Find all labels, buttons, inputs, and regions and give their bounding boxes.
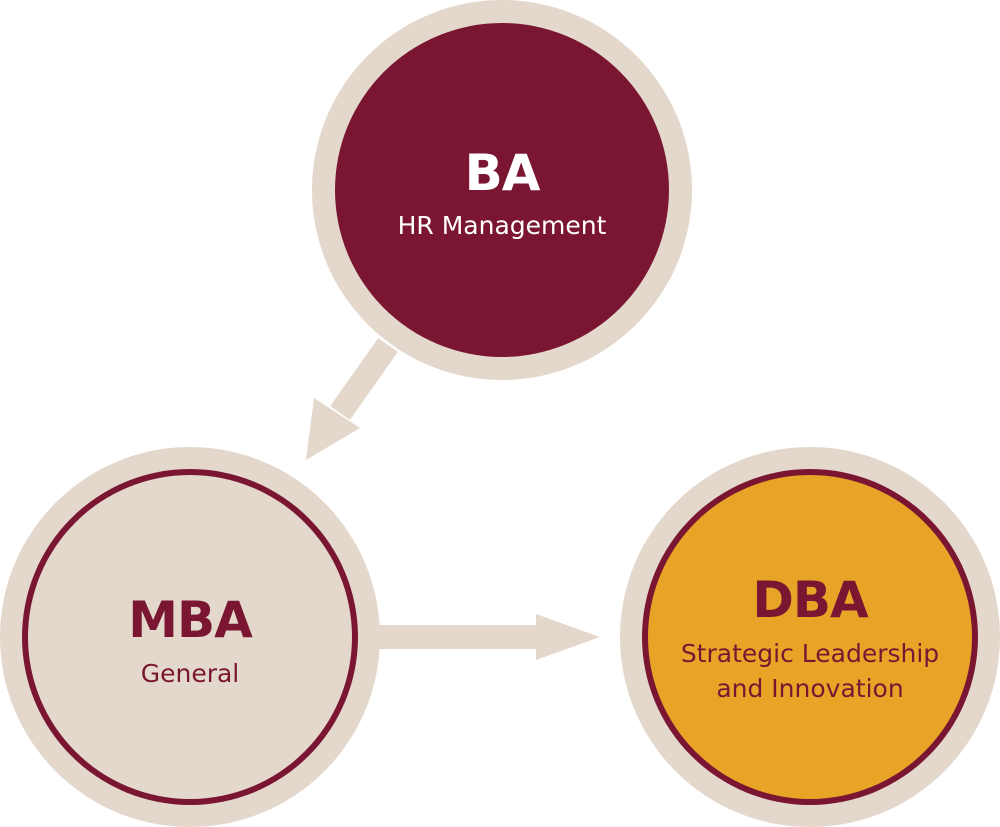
node-mba: MBA General [0,447,380,827]
node-mba-subtitle: General [141,659,240,688]
node-dba-subtitle-line2: and Innovation [716,674,903,703]
node-dba-circle [648,475,972,799]
node-mba-circle [28,475,352,799]
node-dba-title: DBA [752,571,869,629]
arrow-mba-to-dba-head [536,614,600,660]
node-ba-subtitle: HR Management [398,211,607,240]
arrow-ba-to-mba [306,338,398,460]
node-ba: BA HR Management [312,0,692,380]
arrow-ba-to-mba-shaft [330,338,398,420]
arrow-ba-to-mba-head [306,398,360,460]
node-dba: DBA Strategic Leadership and Innovation [620,447,1000,827]
node-ba-circle [335,23,669,357]
arrow-mba-to-dba-shaft [378,625,543,649]
arrow-mba-to-dba [378,614,600,660]
node-mba-title: MBA [128,591,253,649]
node-dba-subtitle-line1: Strategic Leadership [681,639,939,668]
node-ba-title: BA [465,144,541,202]
